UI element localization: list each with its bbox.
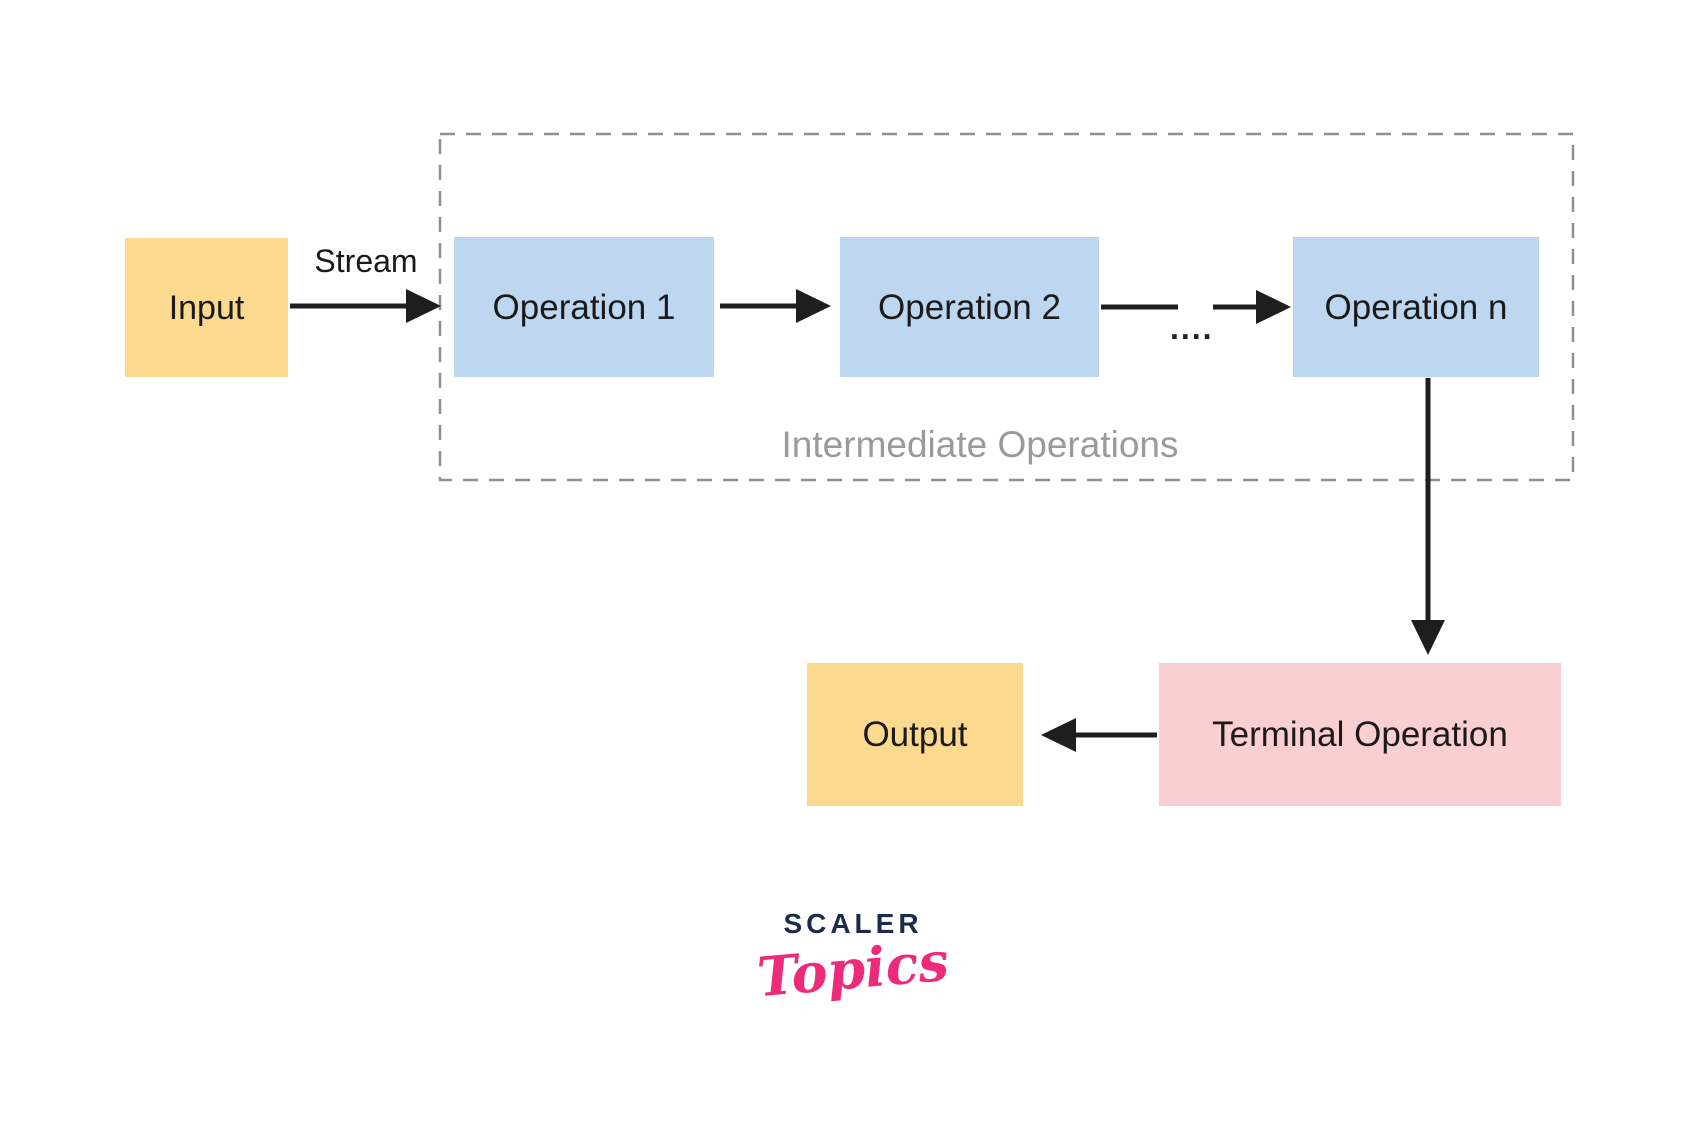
operation-1-label: Operation 1 [492,287,676,327]
arrow-op1-to-op2 [720,289,831,323]
operations-ellipsis: .... [1170,310,1214,346]
arrow-opn-to-terminal [1411,378,1445,655]
stream-arrow [290,289,441,323]
operation-2-label: Operation 2 [878,287,1061,327]
terminal-operation-node: Terminal Operation [1159,663,1561,806]
operation-n-label: Operation n [1324,287,1508,327]
input-node-label: Input [168,288,245,327]
output-node: Output [807,663,1023,806]
operation-n-node: Operation n [1293,237,1539,377]
scaler-topics-logo: SCALER Topics [755,908,951,1010]
terminal-operation-label: Terminal Operation [1212,715,1508,754]
stream-edge-label: Stream [314,243,418,279]
logo-brand-text: SCALER [783,908,923,939]
arrow-terminal-to-output [1041,718,1157,752]
logo-sub-text: Topics [754,928,952,1010]
operation-1-node: Operation 1 [454,237,714,377]
intermediate-operations-label: Intermediate Operations [781,424,1179,465]
input-node: Input [125,238,288,377]
operation-2-node: Operation 2 [840,237,1099,377]
output-node-label: Output [862,715,968,754]
